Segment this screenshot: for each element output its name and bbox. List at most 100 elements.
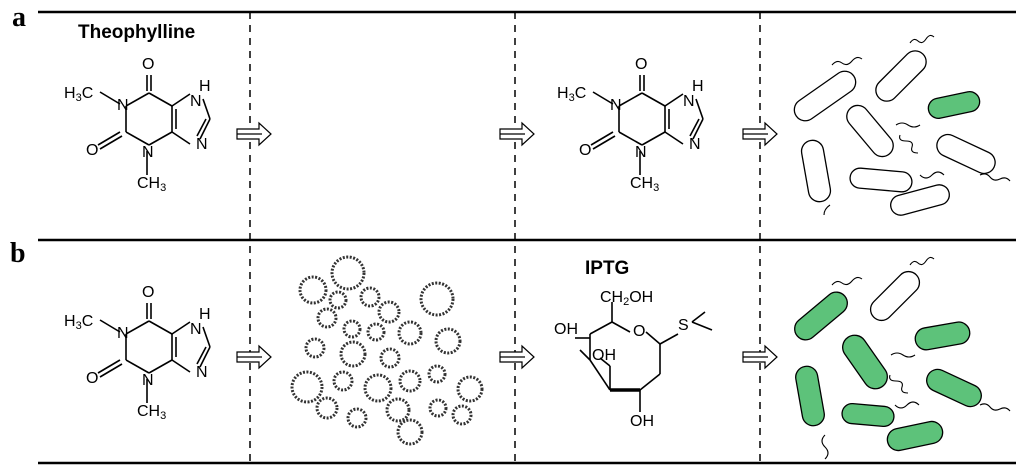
flagellum	[823, 204, 831, 216]
atom-h: H	[199, 78, 211, 95]
circle	[451, 404, 473, 426]
atom-ch2oh: CH2OH	[600, 289, 654, 309]
atom-n1: N	[117, 97, 129, 114]
bacteria-panel-b	[794, 256, 1011, 460]
bacteria-panel-a	[793, 34, 1011, 216]
atom-n-nh: N	[190, 321, 202, 338]
theophylline-title: Theophylline	[78, 22, 196, 43]
circle	[328, 290, 348, 310]
atom-ring-o: O	[633, 323, 646, 340]
atom-n-right: N	[689, 136, 701, 153]
circle	[332, 370, 354, 392]
atom-n-nh: N	[190, 93, 202, 110]
atom-h3c: H3C	[64, 313, 94, 333]
bacterium-green	[841, 402, 895, 428]
atom-oh-mid: OH	[592, 347, 616, 364]
bacterium-white	[890, 184, 950, 216]
flagellum	[831, 276, 863, 286]
flagellum	[894, 401, 920, 409]
arrow-a2	[499, 121, 535, 147]
flagellum	[895, 122, 921, 128]
theophylline-molecule-b1: O H N N N N O H3C CH3	[62, 283, 227, 423]
arrow-b2	[499, 344, 535, 370]
bacterium-green	[842, 334, 888, 390]
circle	[398, 369, 422, 393]
circle-cluster	[290, 255, 484, 446]
circle	[330, 255, 366, 291]
theophylline-bonds	[97, 75, 211, 175]
flagellum	[909, 256, 935, 266]
circle	[346, 407, 368, 429]
circle	[456, 375, 484, 403]
theophylline-bonds	[590, 75, 704, 175]
theophylline-bonds	[97, 303, 211, 403]
circle	[304, 337, 326, 359]
panel-label-b: b	[10, 238, 26, 269]
circle	[385, 397, 411, 423]
atom-o-top: O	[635, 56, 648, 73]
circle	[366, 322, 386, 342]
circle	[427, 364, 447, 384]
arrow-a3	[742, 121, 778, 147]
arrow-b1	[236, 344, 272, 370]
bacterium-white	[875, 50, 927, 102]
theophylline-molecule-a1: O H N N N N O H3C CH3	[62, 55, 227, 195]
theophylline-molecule-a2: O H N N N N O H3C CH3	[555, 55, 720, 195]
atom-h3c: H3C	[557, 85, 587, 105]
circle	[316, 307, 338, 329]
flagellum	[831, 56, 863, 66]
atom-oh-bottom: OH	[630, 413, 654, 430]
atom-n3: N	[142, 144, 154, 161]
atom-n3: N	[635, 144, 647, 161]
circle	[298, 275, 328, 305]
iptg-title: IPTG	[585, 258, 630, 279]
flagellum	[979, 173, 1011, 182]
circle	[363, 373, 393, 403]
flagellum	[979, 403, 1011, 412]
atom-h3c: H3C	[64, 85, 94, 105]
bacterium-white	[800, 139, 832, 203]
bacterium-white	[849, 167, 913, 193]
circle	[428, 398, 448, 418]
circle	[377, 300, 401, 324]
flagellum	[919, 171, 945, 179]
atom-o-left: O	[86, 370, 99, 387]
bacterium-green	[795, 365, 825, 427]
atom-o-left: O	[86, 142, 99, 159]
flagellum	[899, 134, 919, 154]
atom-n1: N	[117, 325, 129, 342]
flagellum	[821, 434, 829, 460]
iptg-bonds	[575, 302, 713, 412]
circle	[434, 327, 462, 355]
bacterium-white	[869, 270, 921, 322]
bacterium-green	[927, 91, 981, 119]
atom-o-left: O	[579, 142, 592, 159]
atom-s: S	[678, 317, 689, 334]
arrow-b3	[742, 344, 778, 370]
arrow-a1	[236, 121, 272, 147]
atom-n-right: N	[196, 136, 208, 153]
circle	[397, 320, 423, 346]
circle	[396, 418, 424, 446]
atom-n1: N	[610, 97, 622, 114]
panel-label-a: a	[12, 2, 26, 33]
flagellum	[909, 34, 935, 44]
bacterium-green	[886, 420, 944, 452]
circle	[315, 396, 339, 420]
atom-n3: N	[142, 372, 154, 389]
circle	[290, 370, 324, 404]
flagellum	[890, 352, 916, 358]
bacterium-white	[793, 70, 857, 122]
bacterium-white	[846, 104, 894, 158]
circle	[419, 281, 455, 317]
atom-h: H	[199, 306, 211, 323]
circle	[339, 340, 367, 368]
atom-o-top: O	[142, 284, 155, 301]
bacterium-green	[914, 321, 971, 351]
atom-ch3: CH3	[137, 175, 167, 195]
atom-ch3: CH3	[137, 403, 167, 423]
atom-n-right: N	[196, 364, 208, 381]
bacterium-green	[794, 291, 848, 341]
circle	[342, 319, 362, 339]
